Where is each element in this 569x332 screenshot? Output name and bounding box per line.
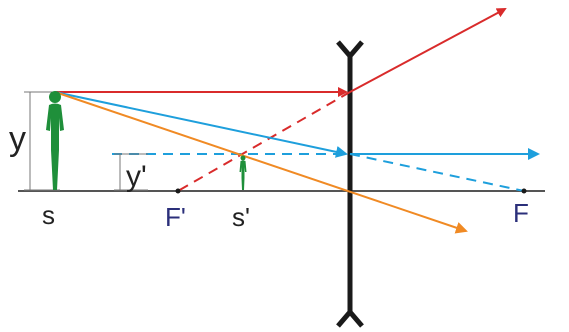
image-figure	[239, 155, 247, 190]
image-position-label: s'	[232, 202, 250, 232]
red-ray-refracted	[349, 8, 507, 93]
focal-point-front-dot	[175, 188, 181, 194]
diverging-lens	[336, 40, 364, 328]
object-figure	[46, 91, 64, 190]
image-height-marker	[114, 153, 148, 191]
focal-point-back-label: F	[513, 198, 529, 228]
object-height-label: y	[9, 120, 26, 158]
focal-point-back-dot	[521, 188, 527, 194]
image-height-label: y'	[126, 160, 147, 193]
focal-point-front-label: F'	[165, 202, 186, 232]
object-position-label: s	[42, 200, 55, 230]
blue-ray-incident	[54, 91, 348, 158]
blue-ray-extension-to-focus	[349, 153, 525, 192]
orange-ray-central	[54, 91, 468, 234]
